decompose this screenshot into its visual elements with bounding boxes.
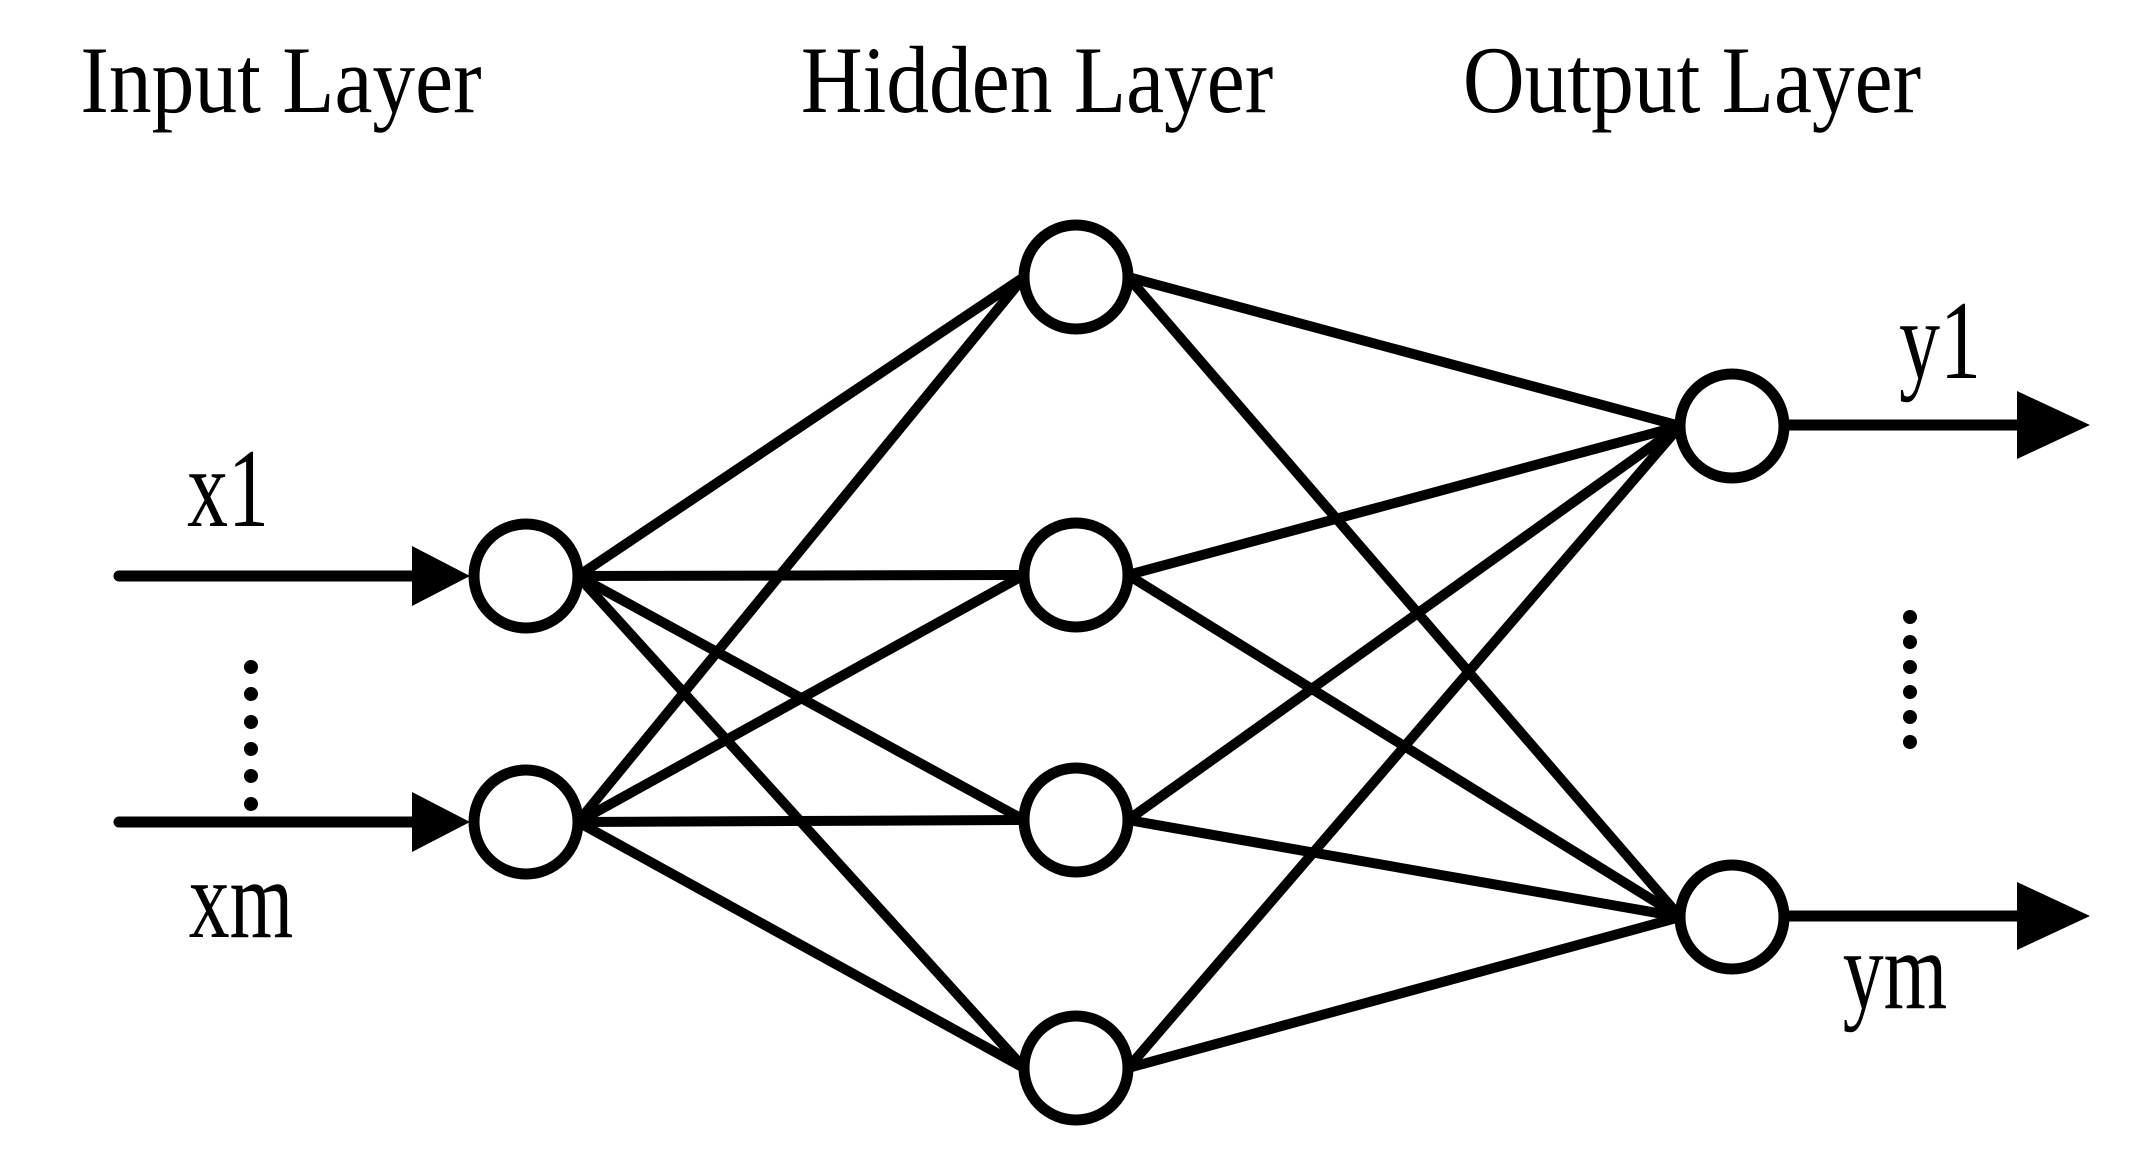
ellipsis-dot (1903, 610, 1917, 624)
arrowhead-right-icon (412, 792, 470, 852)
ellipsis-dot (244, 687, 258, 701)
hidden-node-1 (1018, 219, 1134, 335)
connection-line (575, 817, 1027, 1073)
output-label-y1: y1 (1899, 280, 1981, 403)
connection-line (577, 570, 1025, 581)
connection-line (1126, 912, 1682, 1073)
layer-titles: Input Layer Hidden Layer Output Layer (80, 27, 1921, 133)
ellipsis-dot (1903, 685, 1917, 699)
hidden-node-3 (1018, 762, 1134, 878)
input-layer-nodes (468, 518, 584, 880)
ellipsis-dot (1903, 635, 1917, 649)
output-node-1 (1674, 368, 1790, 484)
input-vertical-ellipsis (244, 660, 258, 811)
connections-input-to-hidden (574, 272, 1028, 1073)
hidden-layer-title: Hidden Layer (801, 27, 1273, 133)
output-arrow-y1 (1783, 391, 2090, 459)
ellipsis-dot (1903, 735, 1917, 749)
ellipsis-dot (244, 715, 258, 729)
ellipsis-dot (244, 742, 258, 756)
input-layer-title: Input Layer (80, 27, 481, 133)
ellipsis-dot (244, 797, 258, 811)
connection-line (574, 273, 1028, 826)
connection-line (1125, 421, 1683, 825)
arrowhead-right-icon (412, 546, 470, 606)
output-label-ym: ym (1843, 910, 1947, 1033)
input-node-1 (468, 518, 584, 634)
output-node-m (1674, 859, 1790, 975)
connection-line (575, 272, 1027, 581)
arrowhead-right-icon (2017, 391, 2090, 459)
connection-line (577, 815, 1025, 827)
input-label-x1: x1 (187, 428, 269, 551)
connection-line (1126, 272, 1682, 431)
hidden-node-4 (1018, 1010, 1134, 1126)
input-arrow-x1 (113, 546, 470, 606)
input-label-xm: xm (189, 839, 293, 962)
connection-line (575, 570, 1027, 827)
connection-line (1124, 422, 1684, 1072)
ellipsis-dot (1903, 710, 1917, 724)
hidden-layer-nodes (1018, 219, 1134, 1126)
ellipsis-dot (244, 660, 258, 674)
output-layer-title: Output Layer (1463, 27, 1921, 133)
connection-line (1126, 421, 1682, 580)
input-node-m (468, 764, 584, 880)
connection-line (1127, 815, 1681, 922)
input-arrow-xm (113, 792, 470, 852)
output-vertical-ellipsis (1903, 610, 1917, 749)
io-labels: x1 xm y1 ym (187, 280, 1981, 1033)
connection-line (1124, 273, 1684, 921)
arrowhead-right-icon (2017, 882, 2090, 950)
ellipsis-dot (1903, 660, 1917, 674)
output-layer-nodes (1674, 368, 1790, 975)
hidden-node-2 (1018, 517, 1134, 633)
output-arrow-ym (1783, 882, 2090, 950)
connections-hidden-to-output (1124, 272, 1684, 1073)
ellipsis-dot (244, 769, 258, 783)
